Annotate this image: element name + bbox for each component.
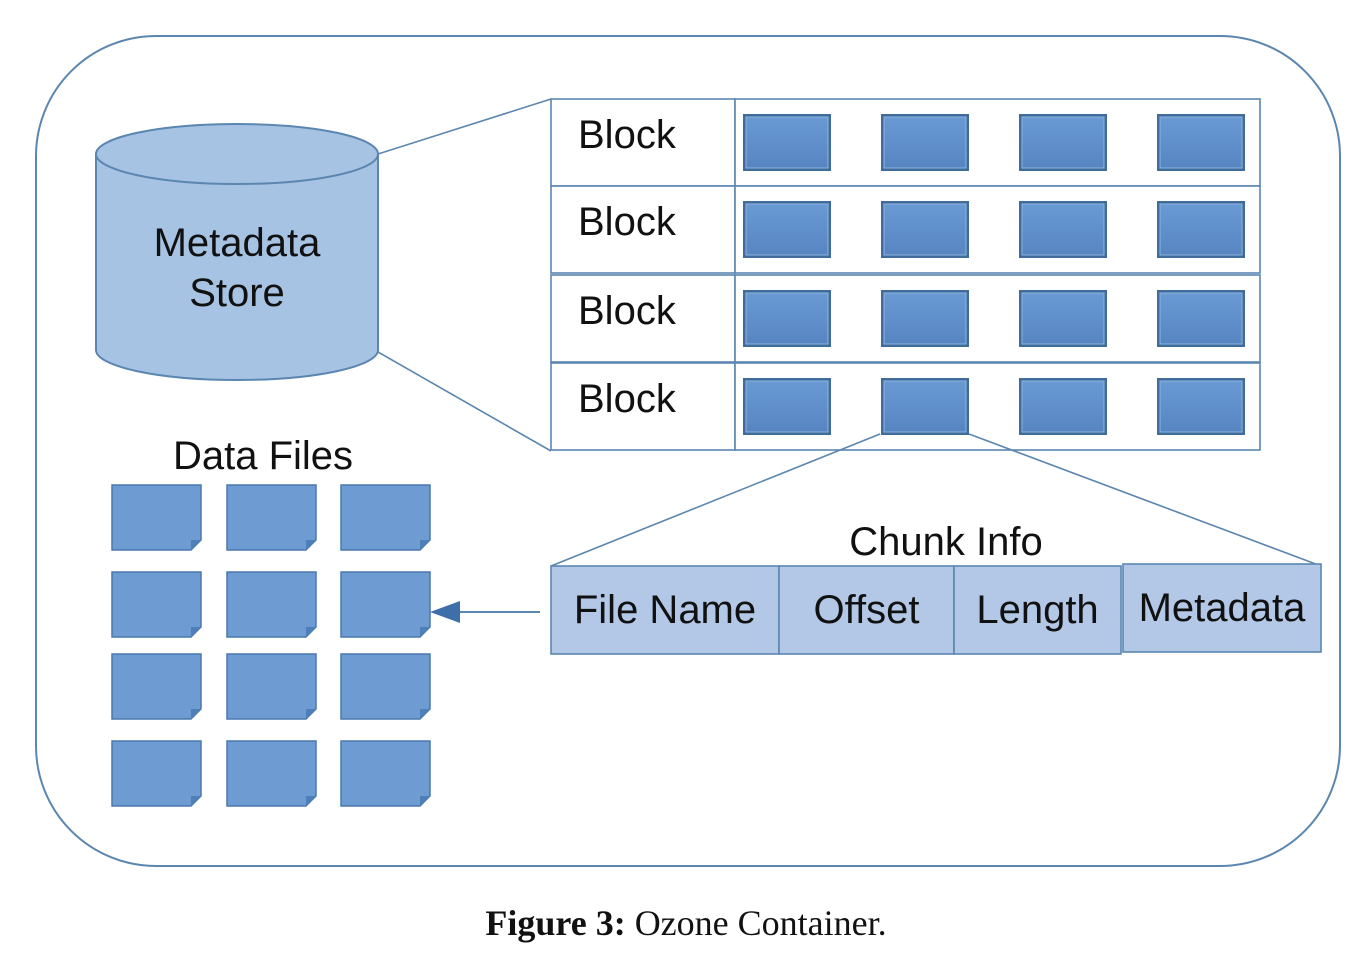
chunk-info-field: File Name [550,565,780,655]
chunk-block [743,201,831,258]
file-fold-corner [306,540,316,550]
chunk-info-field-label: Metadata [1139,586,1307,630]
chunk-block [1019,378,1107,435]
chunk-info-title: Chunk Info [849,520,1042,564]
data-file-icon [340,653,431,720]
chunk-block [1157,201,1245,258]
data-file-icon [340,484,431,551]
chunk-zoom-line-left [550,433,881,567]
file-fold-corner [420,627,430,637]
file-fold-corner [306,627,316,637]
block-label: Block [578,113,677,157]
data-file-icon [340,740,431,807]
arrow-to-data-file [430,601,540,623]
data-file-icon [111,740,202,807]
block-row: Block [550,98,1261,187]
figure-caption-label: Figure 3: [485,903,626,943]
block-label: Block [578,289,677,333]
data-file-icon [226,571,317,638]
chunk-block [881,378,969,435]
chunk-block [1019,114,1107,171]
file-fold-corner [191,796,201,806]
chunk-block [1157,290,1245,347]
data-file-icon [226,653,317,720]
chunk-block [743,114,831,171]
file-fold-corner [420,540,430,550]
data-file-icon [340,571,431,638]
data-file-icon [111,484,202,551]
chunk-block [1019,290,1107,347]
metadata-store-label-line2: Store [189,271,285,315]
block-label: Block [578,377,677,421]
block-row: Block [550,185,1261,274]
block-row: Block [550,362,1261,451]
chunk-block [1157,378,1245,435]
block-row: Block [550,274,1261,363]
chunk-block [881,201,969,258]
data-file-icon [111,571,202,638]
chunk-info-field: Offset [778,565,955,655]
chunk-info-field-label: Offset [814,588,920,632]
metadata-store-cylinder: Metadata Store [95,123,379,381]
file-fold-corner [191,627,201,637]
block-label-cell [550,274,736,363]
chunk-block [743,290,831,347]
file-fold-corner [306,796,316,806]
chunk-info-field-label: File Name [574,588,756,632]
zoom-line-bottom [377,351,552,452]
figure-caption-text: Ozone Container. [634,903,887,943]
block-label-cell [550,185,736,274]
file-fold-corner [420,709,430,719]
chunk-block [881,290,969,347]
chunk-info-table: File Name Offset Length Metadata [550,563,1322,655]
file-fold-corner [420,796,430,806]
data-files-title: Data Files [173,434,353,478]
data-file-icon [111,653,202,720]
figure-caption: Figure 3: Ozone Container. [0,902,1372,944]
chunk-block [1157,114,1245,171]
chunk-zoom-line-right [968,433,1322,567]
file-fold-corner [191,709,201,719]
file-fold-corner [306,709,316,719]
block-label-cell [550,362,736,451]
chunk-info-field-label: Length [976,588,1098,632]
data-file-icon [226,740,317,807]
chunk-info-field: Length [953,565,1122,655]
chunk-block [743,378,831,435]
zoom-line-top [377,98,552,155]
file-fold-corner [191,540,201,550]
data-file-icon [226,484,317,551]
chunk-block [881,114,969,171]
block-label: Block [578,200,677,244]
data-files-grid [111,484,431,807]
chunk-info-field: Metadata [1122,563,1322,653]
metadata-store-label-line1: Metadata [154,221,322,265]
chunk-block [1019,201,1107,258]
block-label-cell [550,98,736,187]
